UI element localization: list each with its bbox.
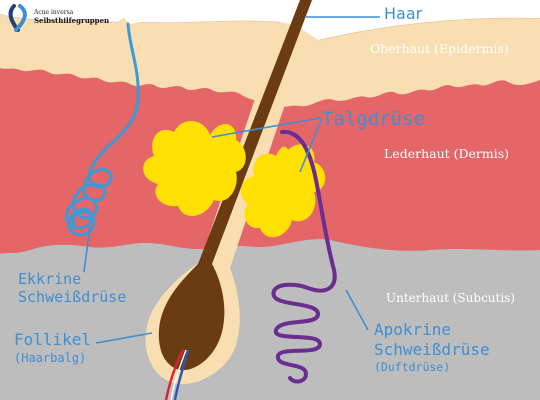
follicle-leader (95, 332, 153, 344)
label-dermis: Lederhaut (Dermis) (384, 146, 510, 161)
leader-lines (83, 16, 380, 344)
logo-text-line1: Acne inversa (34, 9, 74, 16)
apocrine-sweat-gland (271, 129, 337, 384)
sebaceous-gland-right (240, 144, 326, 238)
eccrine-leader (83, 225, 91, 273)
vein-icon (173, 349, 190, 400)
sebaceous-gland-left (143, 121, 246, 217)
apocrine-leader (345, 289, 369, 331)
label-hair: Haar (384, 4, 423, 23)
label-follicle: Follikel (14, 330, 92, 349)
awareness-ribbon-icon (8, 4, 27, 32)
logo-text-line2: Selbsthilfegruppen (34, 16, 110, 25)
label-apocrine-line2: Schweißdrüse (374, 340, 490, 359)
sebaceous-leader-left (211, 117, 321, 138)
label-subcutis: Unterhaut (Subcutis) (386, 291, 516, 305)
label-epidermis: Oberhaut (Epidermis) (370, 41, 509, 56)
label-eccrine-line2: Schweißdrüse (18, 288, 127, 306)
nerve-icon (170, 349, 187, 400)
label-apocrine-line1: Apokrine (374, 320, 452, 339)
skin-surface-fill (0, 0, 540, 40)
label-sebaceous-gland: Talgdrüse (322, 108, 425, 130)
artery-icon (164, 349, 185, 400)
logo: Acne inversa Selbsthilfegruppen (6, 4, 110, 32)
label-apocrine-sub: (Duftdrüse) (374, 360, 451, 374)
label-follicle-sub: (Haarbalg) (14, 351, 87, 365)
epidermis-layer (0, 0, 540, 107)
sebaceous-leader-right (299, 117, 323, 173)
label-eccrine-line1: Ekkrine (18, 270, 82, 288)
eccrine-sweat-gland (65, 22, 140, 237)
